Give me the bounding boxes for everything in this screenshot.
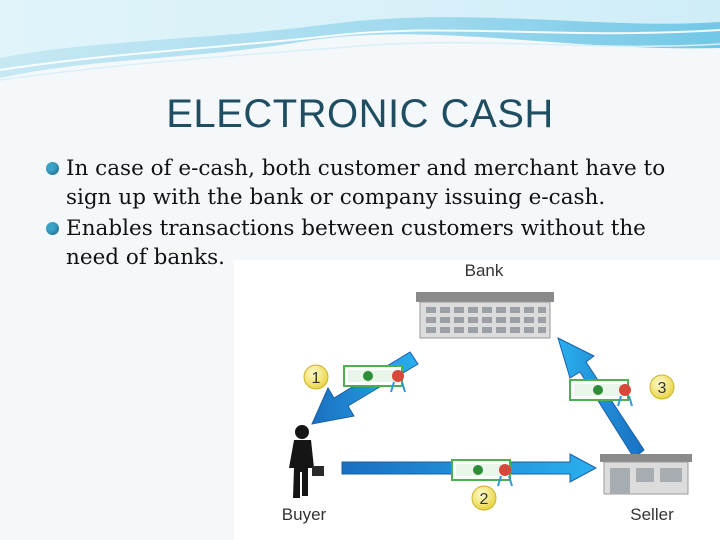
step-badge: 2 (472, 486, 496, 510)
buyer-label: Buyer (282, 505, 327, 524)
step-number: 3 (658, 380, 667, 397)
bank-building-icon (416, 292, 554, 338)
step-badge: 1 (304, 365, 328, 389)
bullet-text: In case of e-cash, both customer and mer… (66, 156, 665, 210)
bank-label: Bank (465, 261, 504, 280)
step-number: 1 (312, 370, 321, 387)
bullet-dot-icon (46, 222, 59, 235)
bullet-item: In case of e-cash, both customer and mer… (44, 154, 704, 212)
step-badge: 3 (650, 375, 674, 399)
seller-label: Seller (630, 505, 674, 524)
ecash-flow-diagram: Bank 1 (234, 260, 720, 540)
slide-title: ELECTRONIC CASH (0, 92, 720, 137)
bullet-list: In case of e-cash, both customer and mer… (44, 154, 704, 274)
step-number: 2 (480, 491, 489, 508)
seller-shop-icon (600, 454, 692, 494)
bullet-dot-icon (46, 162, 59, 175)
header-wave-decoration (0, 0, 720, 90)
